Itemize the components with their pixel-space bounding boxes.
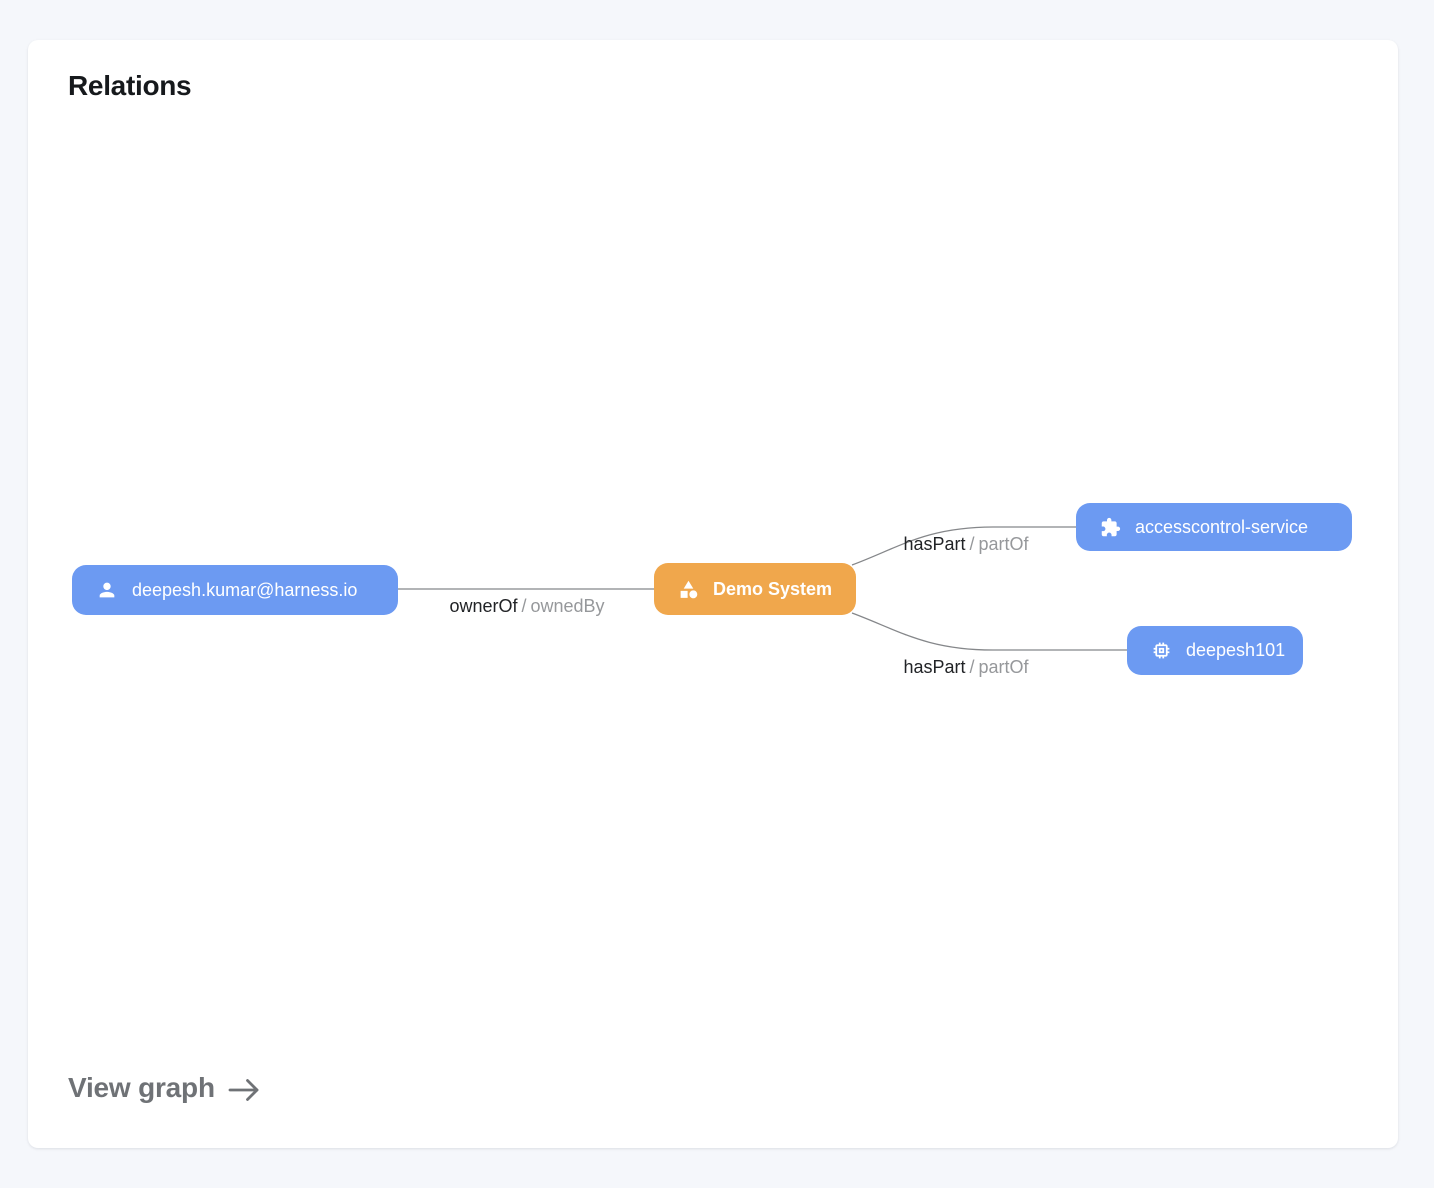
arrow-right-icon (227, 1074, 261, 1103)
card-title: Relations (68, 70, 192, 101)
user-icon (96, 579, 118, 601)
chip-icon (1151, 640, 1172, 661)
node-label: deepesh.kumar@harness.io (132, 579, 358, 600)
node-label: accesscontrol-service (1135, 516, 1309, 537)
graph-node-deepesh101[interactable]: deepesh101 (1127, 626, 1303, 675)
graph-node-demo-system[interactable]: Demo System (654, 563, 856, 615)
edge-haspart-resource (851, 612, 1127, 651)
puzzle-icon (1100, 517, 1121, 538)
relations-graph: ownerOf/ownedBy hasPart/partOf hasPart/p… (28, 40, 1398, 1148)
category-icon (678, 579, 699, 600)
relations-card: Relations ownerOf/ownedBy hasPart/partOf… (28, 40, 1398, 1148)
node-label: Demo System (713, 578, 833, 599)
node-label: deepesh101 (1186, 640, 1286, 660)
graph-node-accesscontrol-service[interactable]: accesscontrol-service (1076, 503, 1352, 551)
view-graph-label: View graph (68, 1072, 215, 1103)
edge-label-haspart-service: hasPart/partOf (903, 534, 1029, 554)
view-graph-link[interactable]: View graph (68, 1072, 261, 1104)
edge-label-haspart-resource: hasPart/partOf (903, 657, 1029, 677)
graph-node-user[interactable]: deepesh.kumar@harness.io (72, 565, 398, 615)
edge-label-ownerof: ownerOf/ownedBy (449, 596, 605, 616)
